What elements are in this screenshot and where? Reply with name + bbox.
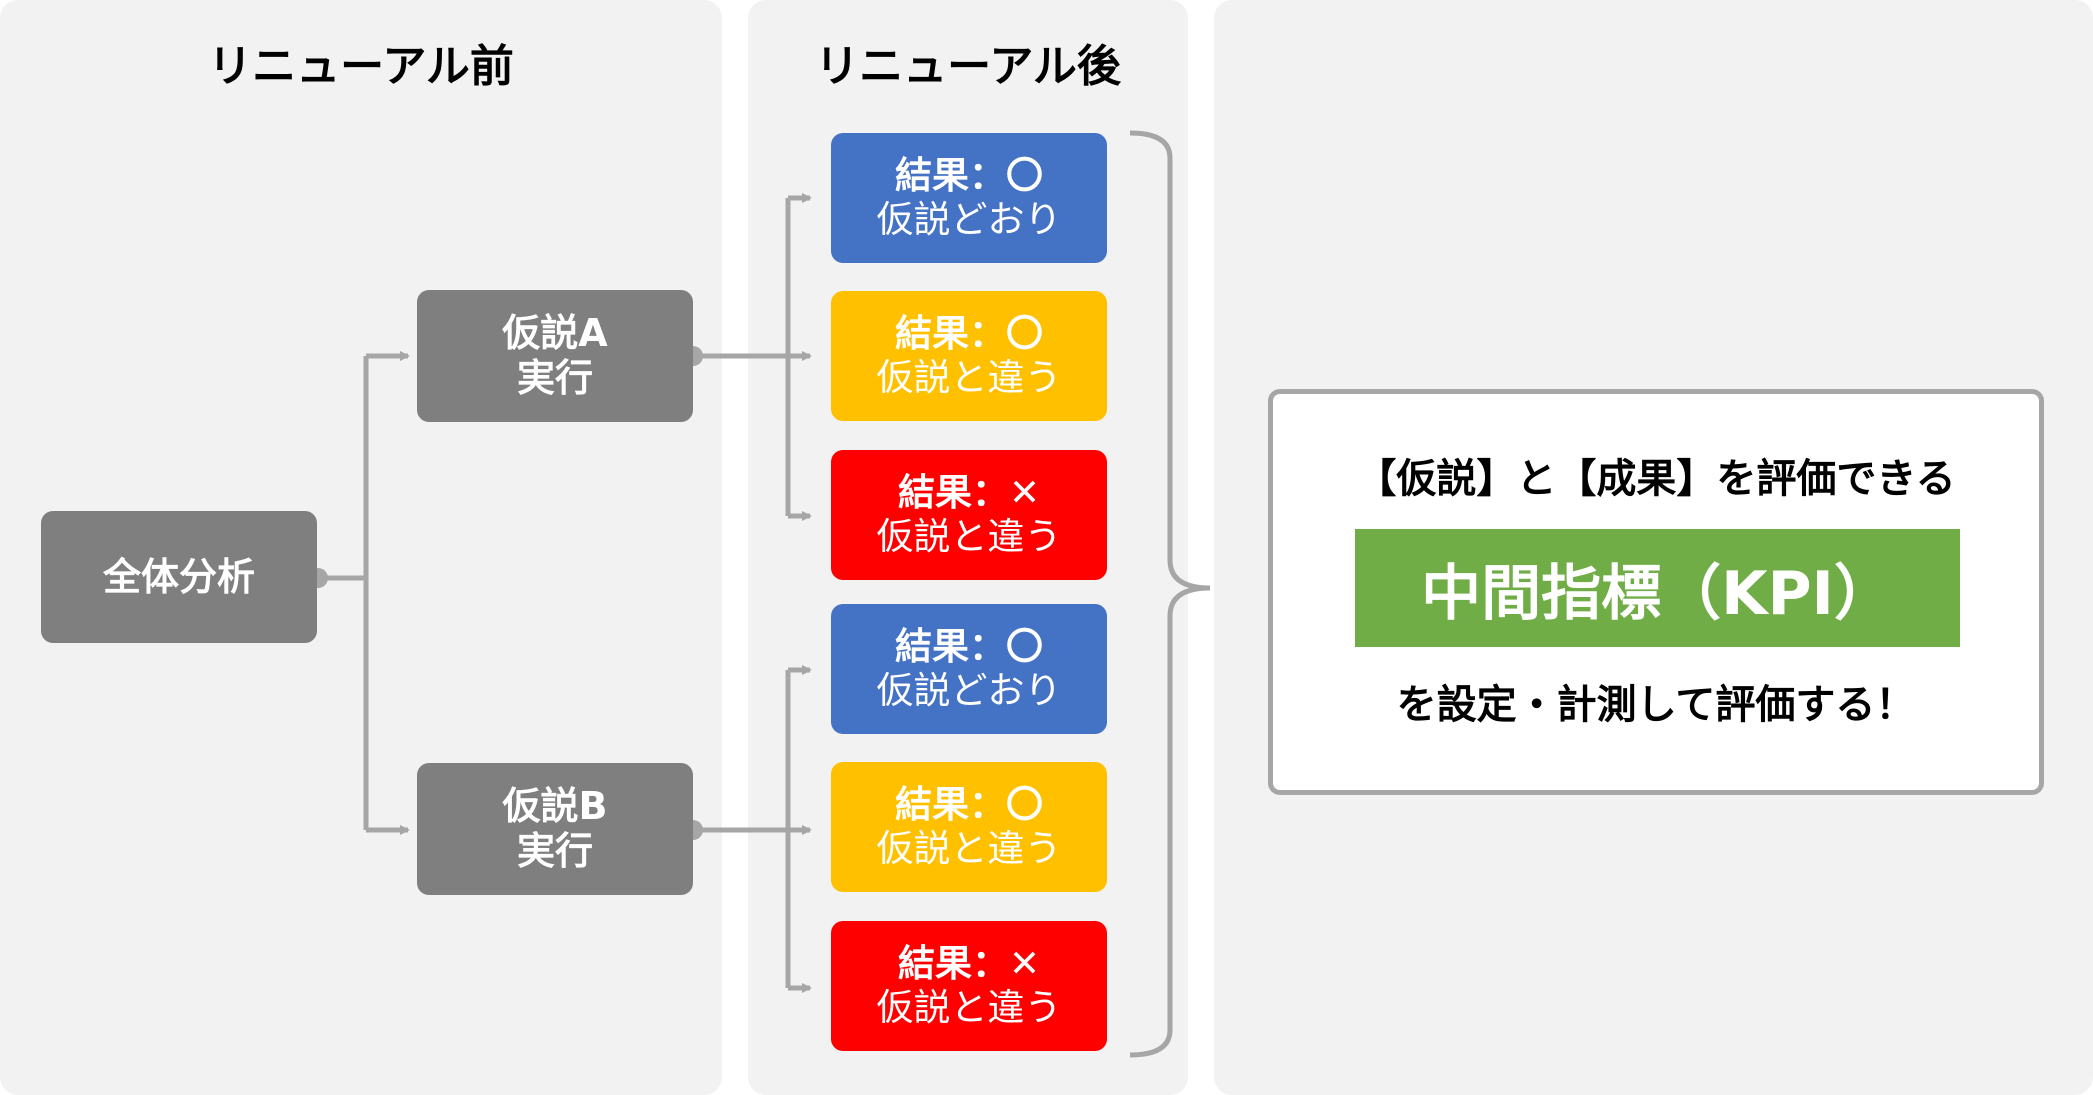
kpi-top-text: 【仮説】と【成果】を評価できる bbox=[1356, 456, 1956, 502]
result-5-line1: 結果：〇 bbox=[895, 783, 1043, 827]
result-6-line2: 仮説と違う bbox=[876, 986, 1062, 1029]
analysis-box: 全体分析 bbox=[41, 511, 317, 643]
result-4-line1: 結果：〇 bbox=[895, 625, 1043, 669]
result-box-5: 結果：〇 仮説と違う bbox=[831, 762, 1107, 892]
kpi-banner-text: 中間指標（KPI） bbox=[1421, 558, 1894, 629]
result-box-6: 結果：✕ 仮説と違う bbox=[831, 921, 1107, 1051]
result-6-line1: 結果：✕ bbox=[897, 942, 1040, 986]
kpi-card: 【仮説】と【成果】を評価できる 中間指標（KPI） を設定・計測して評価する！ bbox=[1268, 389, 2044, 795]
before-panel-title: リニューアル前 bbox=[208, 41, 514, 92]
result-2-line1: 結果：〇 bbox=[895, 312, 1043, 356]
hypothesis-b-line1: 仮説B bbox=[502, 784, 608, 829]
after-panel-title: リニューアル後 bbox=[815, 41, 1121, 92]
hypothesis-a-line1: 仮説A bbox=[502, 311, 608, 356]
result-5-line2: 仮説と違う bbox=[876, 827, 1062, 870]
result-2-line2: 仮説と違う bbox=[876, 356, 1062, 399]
result-box-4: 結果：〇 仮説どおり bbox=[831, 604, 1107, 734]
result-1-line1: 結果：〇 bbox=[895, 154, 1043, 198]
hypothesis-a-line2: 実行 bbox=[516, 356, 593, 400]
result-3-line2: 仮説と違う bbox=[876, 515, 1062, 558]
hypothesis-a-box: 仮説A 実行 bbox=[417, 290, 693, 422]
results-brace bbox=[1129, 130, 1211, 1058]
result-1-line2: 仮説どおり bbox=[876, 198, 1062, 241]
result-4-line2: 仮説どおり bbox=[876, 669, 1062, 712]
hypothesis-b-box: 仮説B 実行 bbox=[417, 763, 693, 895]
result-3-line1: 結果：✕ bbox=[897, 471, 1040, 515]
analysis-label: 全体分析 bbox=[102, 554, 255, 599]
result-box-3: 結果：✕ 仮説と違う bbox=[831, 450, 1107, 580]
result-box-1: 結果：〇 仮説どおり bbox=[831, 133, 1107, 263]
result-box-2: 結果：〇 仮説と違う bbox=[831, 291, 1107, 421]
hypothesis-b-line2: 実行 bbox=[516, 829, 593, 873]
kpi-bottom-text: を設定・計測して評価する！ bbox=[1396, 682, 1916, 728]
kpi-banner: 中間指標（KPI） bbox=[1355, 529, 1960, 647]
